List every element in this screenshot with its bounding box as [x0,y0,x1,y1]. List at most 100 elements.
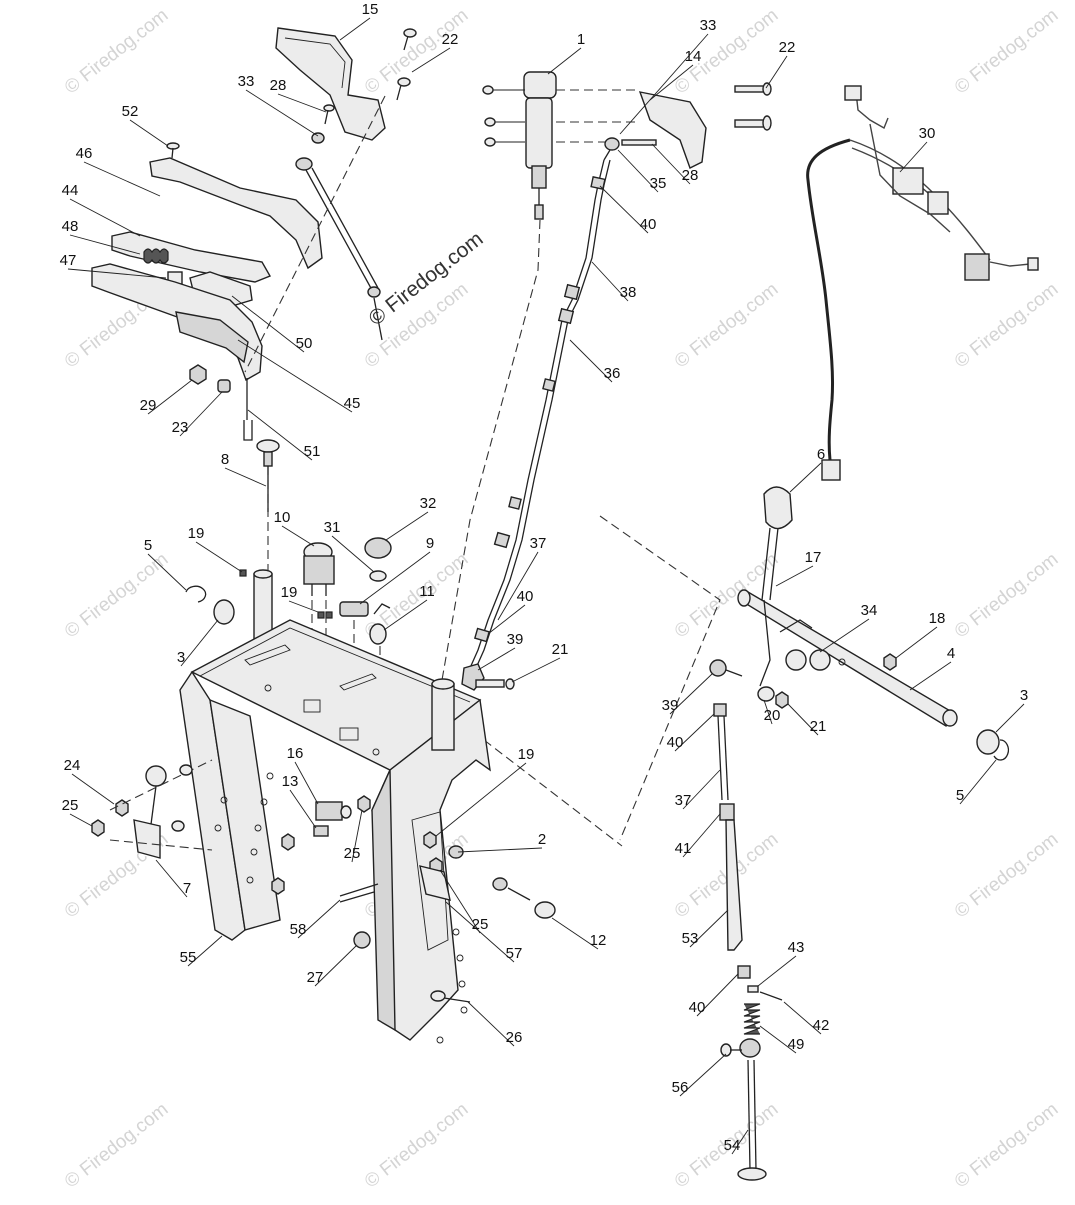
callout-c15: 15 [362,1,379,18]
bolt-22a [403,28,417,51]
clip-13 [313,825,329,837]
bushing-23 [217,379,231,393]
watermark-text: © Firedog.com [61,549,172,642]
callout-c2: 2 [538,831,546,848]
callout-c25c: 25 [472,916,489,933]
leader-c25b [351,809,363,863]
link-rod-end-top [295,157,313,171]
leader-c8 [224,467,267,487]
leader-c58 [297,899,341,939]
leader-c51 [247,409,313,461]
leader-c43 [757,955,797,987]
leader-c19b [288,600,319,613]
leader-c13 [289,789,317,829]
leader-c33b [619,33,709,135]
key-switch-11 [369,623,387,645]
handle-lower [91,263,263,382]
leader-c40d [696,973,739,1017]
callout-c53: 53 [682,930,699,947]
shift-lever-assembly [709,486,1010,1181]
pin-43 [747,985,759,993]
callout-c44: 44 [62,182,79,199]
handle-assembly [91,27,417,690]
leader-c20 [763,699,773,725]
handle-mid-44 [111,231,272,283]
callout-c34: 34 [861,602,878,619]
callout-c20: 20 [764,707,781,724]
nut-18 [883,653,897,671]
cap-32 [364,537,392,559]
callout-c7: 7 [183,880,191,897]
rod-37 [717,715,723,801]
callout-c32: 32 [420,495,437,512]
washer-31 [369,570,387,582]
leader-c21a [511,657,561,683]
leader-c22b [765,55,788,89]
callout-c6: 6 [817,446,825,463]
bolt-26 [430,990,446,1002]
leader-c10 [281,525,315,547]
callout-c3a: 3 [177,649,185,666]
callout-c39a: 39 [507,631,524,648]
callout-c22a: 22 [442,31,459,48]
leader-c1 [547,47,582,75]
lever-17 [761,527,771,601]
leader-c27 [314,945,357,987]
callout-c33a: 33 [238,73,255,90]
leader-c30 [899,141,928,173]
leader-c11 [383,599,428,631]
leader-c45 [237,339,353,413]
screw-19a [239,569,247,577]
callout-c30: 30 [919,125,936,142]
lever-knob [145,765,167,787]
watermark-text: © Firedog.com [361,5,472,98]
callout-c19a: 19 [188,525,205,542]
callout-c39b: 39 [662,697,679,714]
callout-c12: 12 [590,932,607,949]
column-right [431,683,455,751]
rod-54 [747,1059,751,1171]
callout-c19c: 19 [518,746,535,763]
callout-c40b: 40 [517,588,534,605]
leader-c36 [569,339,613,383]
callout-c52: 52 [122,103,139,120]
pin-21 [475,679,505,688]
bushing-3b [976,729,1000,755]
bracket-14 [638,91,707,169]
main-frame-55 [179,619,491,1044]
callout-c26: 26 [506,1029,523,1046]
clevis-39b [709,659,727,677]
connector-mid [892,167,924,195]
leader-c32 [385,511,429,541]
nut-29 [189,364,207,385]
connector-bottom [821,459,841,481]
alignment-line-right [599,515,721,841]
leader-c3b [995,703,1025,733]
watermark-text: © Firedog.com [61,5,172,98]
callout-c38: 38 [620,284,637,301]
knob-6 [763,486,793,530]
watermark-text: © Firedog.com [671,279,782,372]
leader-lines [67,17,1025,1155]
leader-c55 [187,935,223,967]
rod-8 [256,439,280,512]
leader-c26 [467,1001,515,1047]
leader-c22a [411,47,451,73]
leader-c18 [895,626,938,659]
watermark-text: © Firedog.com [951,1099,1062,1192]
leader-c15 [339,17,371,41]
washer-34a [785,649,807,671]
nut-25c [91,819,105,837]
leader-c31 [331,535,375,573]
callout-c21a: 21 [552,641,569,658]
callout-c29: 29 [140,397,157,414]
callout-c48: 48 [62,218,79,235]
screw-52 [166,142,180,159]
light-9 [339,601,369,617]
callout-c8: 8 [221,451,229,468]
eye-bolt-12 [534,901,556,919]
callout-c50: 50 [296,335,313,352]
nut-27 [353,931,371,949]
leader-c12 [551,917,599,950]
